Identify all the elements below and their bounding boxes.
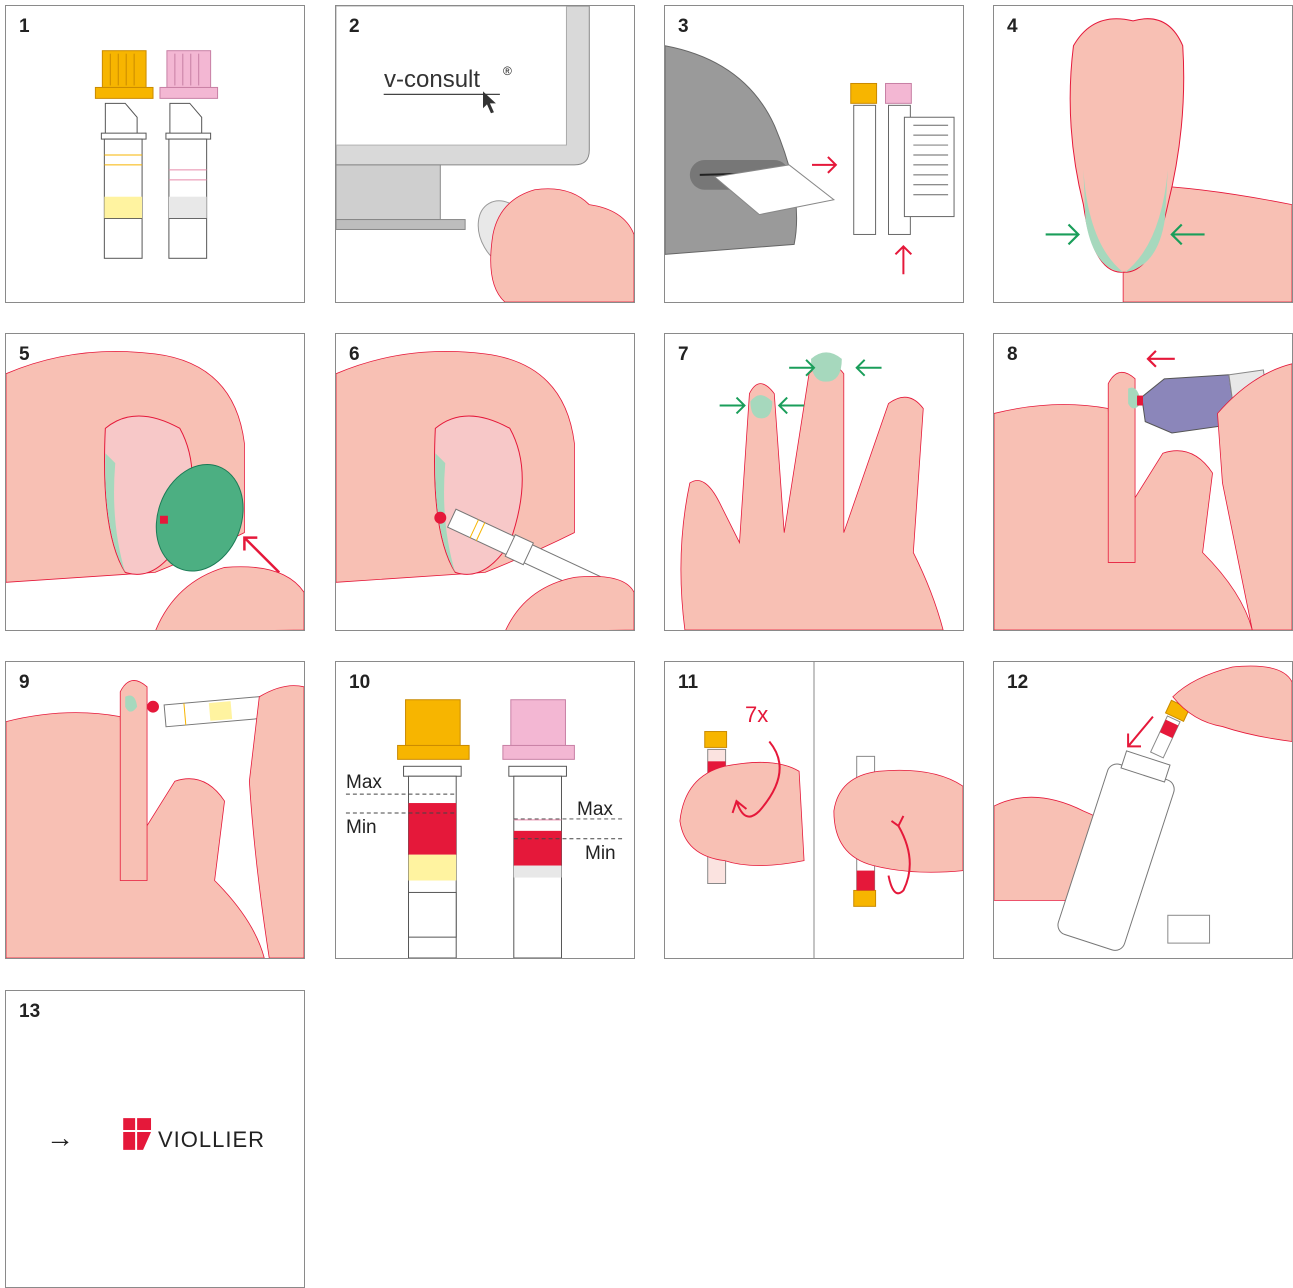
step-number: 10 (349, 672, 370, 694)
step-number: 11 (678, 672, 698, 694)
right-hand (249, 686, 304, 958)
step-number: 13 (19, 1001, 40, 1023)
arrow-green-left (779, 398, 804, 414)
arrow-green-right (1046, 225, 1079, 245)
hand-top (1173, 666, 1292, 741)
finger-lancet-illustration (994, 334, 1292, 630)
finger-hand (505, 576, 634, 630)
step-panel-8: 8 (993, 333, 1293, 631)
yellow-tube (101, 103, 146, 258)
arrow-up (895, 246, 911, 274)
finger-hand (155, 567, 304, 630)
invert-count: 7x (745, 702, 768, 728)
step-panel-5: 5 (5, 333, 305, 631)
min-label-left: Min (346, 817, 377, 839)
arrow-green-left (857, 360, 882, 376)
step-number: 5 (19, 344, 30, 366)
tubes-illustration (6, 6, 304, 302)
hand (681, 364, 943, 630)
step-panel-2: 2 v-consult ® (335, 5, 635, 303)
yellow-tube (404, 766, 462, 958)
hand (491, 189, 634, 302)
step-panel-10: 10 Max Min Max Min (335, 661, 635, 959)
step-panel-7: 7 (664, 333, 964, 631)
blood-drop (434, 512, 446, 524)
arrow-right (812, 157, 836, 173)
pink-tube (509, 766, 567, 958)
tube-inserting (1148, 700, 1190, 759)
arrow-red-diagonal (1128, 717, 1153, 747)
arrow-right-icon: → (46, 1122, 74, 1154)
heel-lancet-illustration (6, 334, 304, 630)
heel-collection-illustration (336, 334, 634, 630)
max-label-left: Max (346, 772, 382, 794)
hand-right (834, 770, 963, 872)
pink-cap (503, 700, 575, 760)
step-panel-1: 1 (5, 5, 305, 303)
arrow-green-right (720, 398, 745, 414)
pink-tube (166, 103, 211, 258)
step-panel-3: 3 (664, 5, 964, 303)
arrow-red-left (1148, 351, 1175, 367)
step-number: 12 (1007, 672, 1028, 694)
viollier-logo-icon (123, 1118, 151, 1150)
computer-illustration (336, 6, 634, 302)
min-label-right: Min (585, 843, 616, 865)
step-number: 4 (1007, 16, 1018, 38)
step-number: 2 (349, 16, 360, 38)
step-number: 3 (678, 16, 689, 38)
step-number: 9 (19, 672, 30, 694)
step-number: 8 (1007, 344, 1018, 366)
registered-mark: ® (503, 64, 512, 78)
finger-collection-illustration (6, 662, 304, 958)
pink-cap (160, 51, 218, 99)
label-printer-illustration (665, 6, 963, 302)
max-label-right: Max (577, 799, 613, 821)
step-panel-13: 13 → VIOLLIER (5, 990, 305, 1288)
step-number: 7 (678, 344, 689, 366)
step-number: 6 (349, 344, 360, 366)
step-number: 1 (19, 16, 30, 38)
finger-squeeze-illustration (665, 334, 963, 630)
step-panel-6: 6 (335, 333, 635, 631)
yellow-cap (398, 700, 470, 760)
blood-drop (147, 701, 159, 713)
yellow-cap (95, 51, 153, 99)
step-panel-4: 4 (993, 5, 1293, 303)
heel-squeeze-illustration (994, 6, 1292, 302)
step-panel-9: 9 (5, 661, 305, 959)
barcode-icon (1168, 915, 1210, 943)
step-panel-12: 12 (993, 661, 1293, 959)
printer (665, 46, 797, 255)
transport-container-illustration (994, 662, 1292, 958)
invert-tube-illustration (665, 662, 963, 958)
tube-with-label (851, 83, 954, 234)
v-consult-logo: v-consult (384, 66, 480, 94)
viollier-name: VIOLLIER (158, 1127, 265, 1153)
step-panel-11: 11 7x (664, 661, 964, 959)
